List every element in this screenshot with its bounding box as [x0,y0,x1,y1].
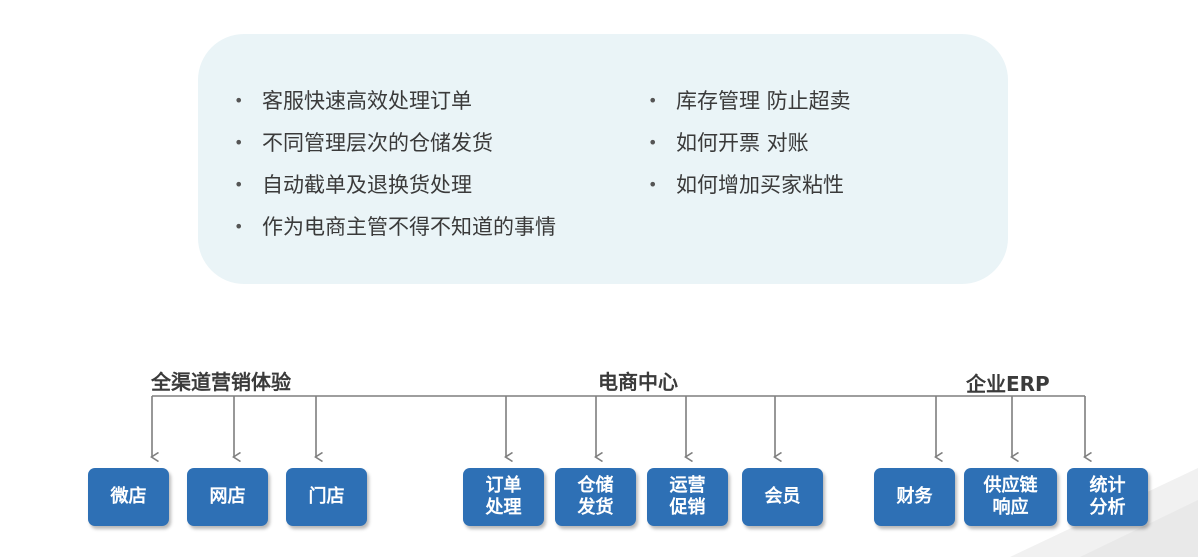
node-physical-store: 门店 [286,468,367,526]
bullet-text: 自动截单及退换货处理 [262,173,472,197]
bullet-item: • 库存管理 防止超卖 [648,86,851,128]
bullet-list-right: • 库存管理 防止超卖 • 如何开票 对账 • 如何增加买家粘性 [648,86,851,212]
node-order-processing: 订单 处理 [463,468,544,526]
bullet-text: 如何开票 对账 [676,131,809,155]
group-title-enterprise-erp: 企业ERP [966,372,1050,396]
bullet-dot: • [648,91,658,110]
bullet-text: 库存管理 防止超卖 [676,89,851,113]
node-online-store: 网店 [187,468,268,526]
bullet-dot: • [234,175,244,194]
bullet-dot: • [234,217,244,236]
node-statistical-analysis: 统计 分析 [1067,468,1148,526]
bullet-panel: • 客服快速高效处理订单 • 不同管理层次的仓储发货 • 自动截单及退换货处理 … [198,34,1008,284]
bullet-text: 客服快速高效处理订单 [262,89,472,113]
bullet-text: 不同管理层次的仓储发货 [262,131,493,155]
bullet-dot: • [648,175,658,194]
bullet-dot: • [234,133,244,152]
node-warehouse-shipping: 仓储 发货 [555,468,636,526]
bullet-text: 如何增加买家粘性 [676,173,844,197]
bullet-item: • 客服快速高效处理订单 [234,86,556,128]
bullet-list-left: • 客服快速高效处理订单 • 不同管理层次的仓储发货 • 自动截单及退换货处理 … [234,86,556,254]
group-title-omnichannel: 全渠道营销体验 [151,370,291,394]
bullet-dot: • [648,133,658,152]
bullet-text: 作为电商主管不得不知道的事情 [262,215,556,239]
node-supply-chain-response: 供应链 响应 [964,468,1057,526]
node-membership: 会员 [742,468,823,526]
bullet-item: • 如何增加买家粘性 [648,170,851,212]
node-finance: 财务 [874,468,955,526]
group-title-ecommerce-center: 电商中心 [598,370,678,394]
node-weidian: 微店 [88,468,169,526]
bullet-item: • 作为电商主管不得不知道的事情 [234,212,556,254]
node-operations-promotion: 运营 促销 [647,468,728,526]
bullet-dot: • [234,91,244,110]
bullet-item: • 不同管理层次的仓储发货 [234,128,556,170]
bullet-item: • 自动截单及退换货处理 [234,170,556,212]
bullet-item: • 如何开票 对账 [648,128,851,170]
